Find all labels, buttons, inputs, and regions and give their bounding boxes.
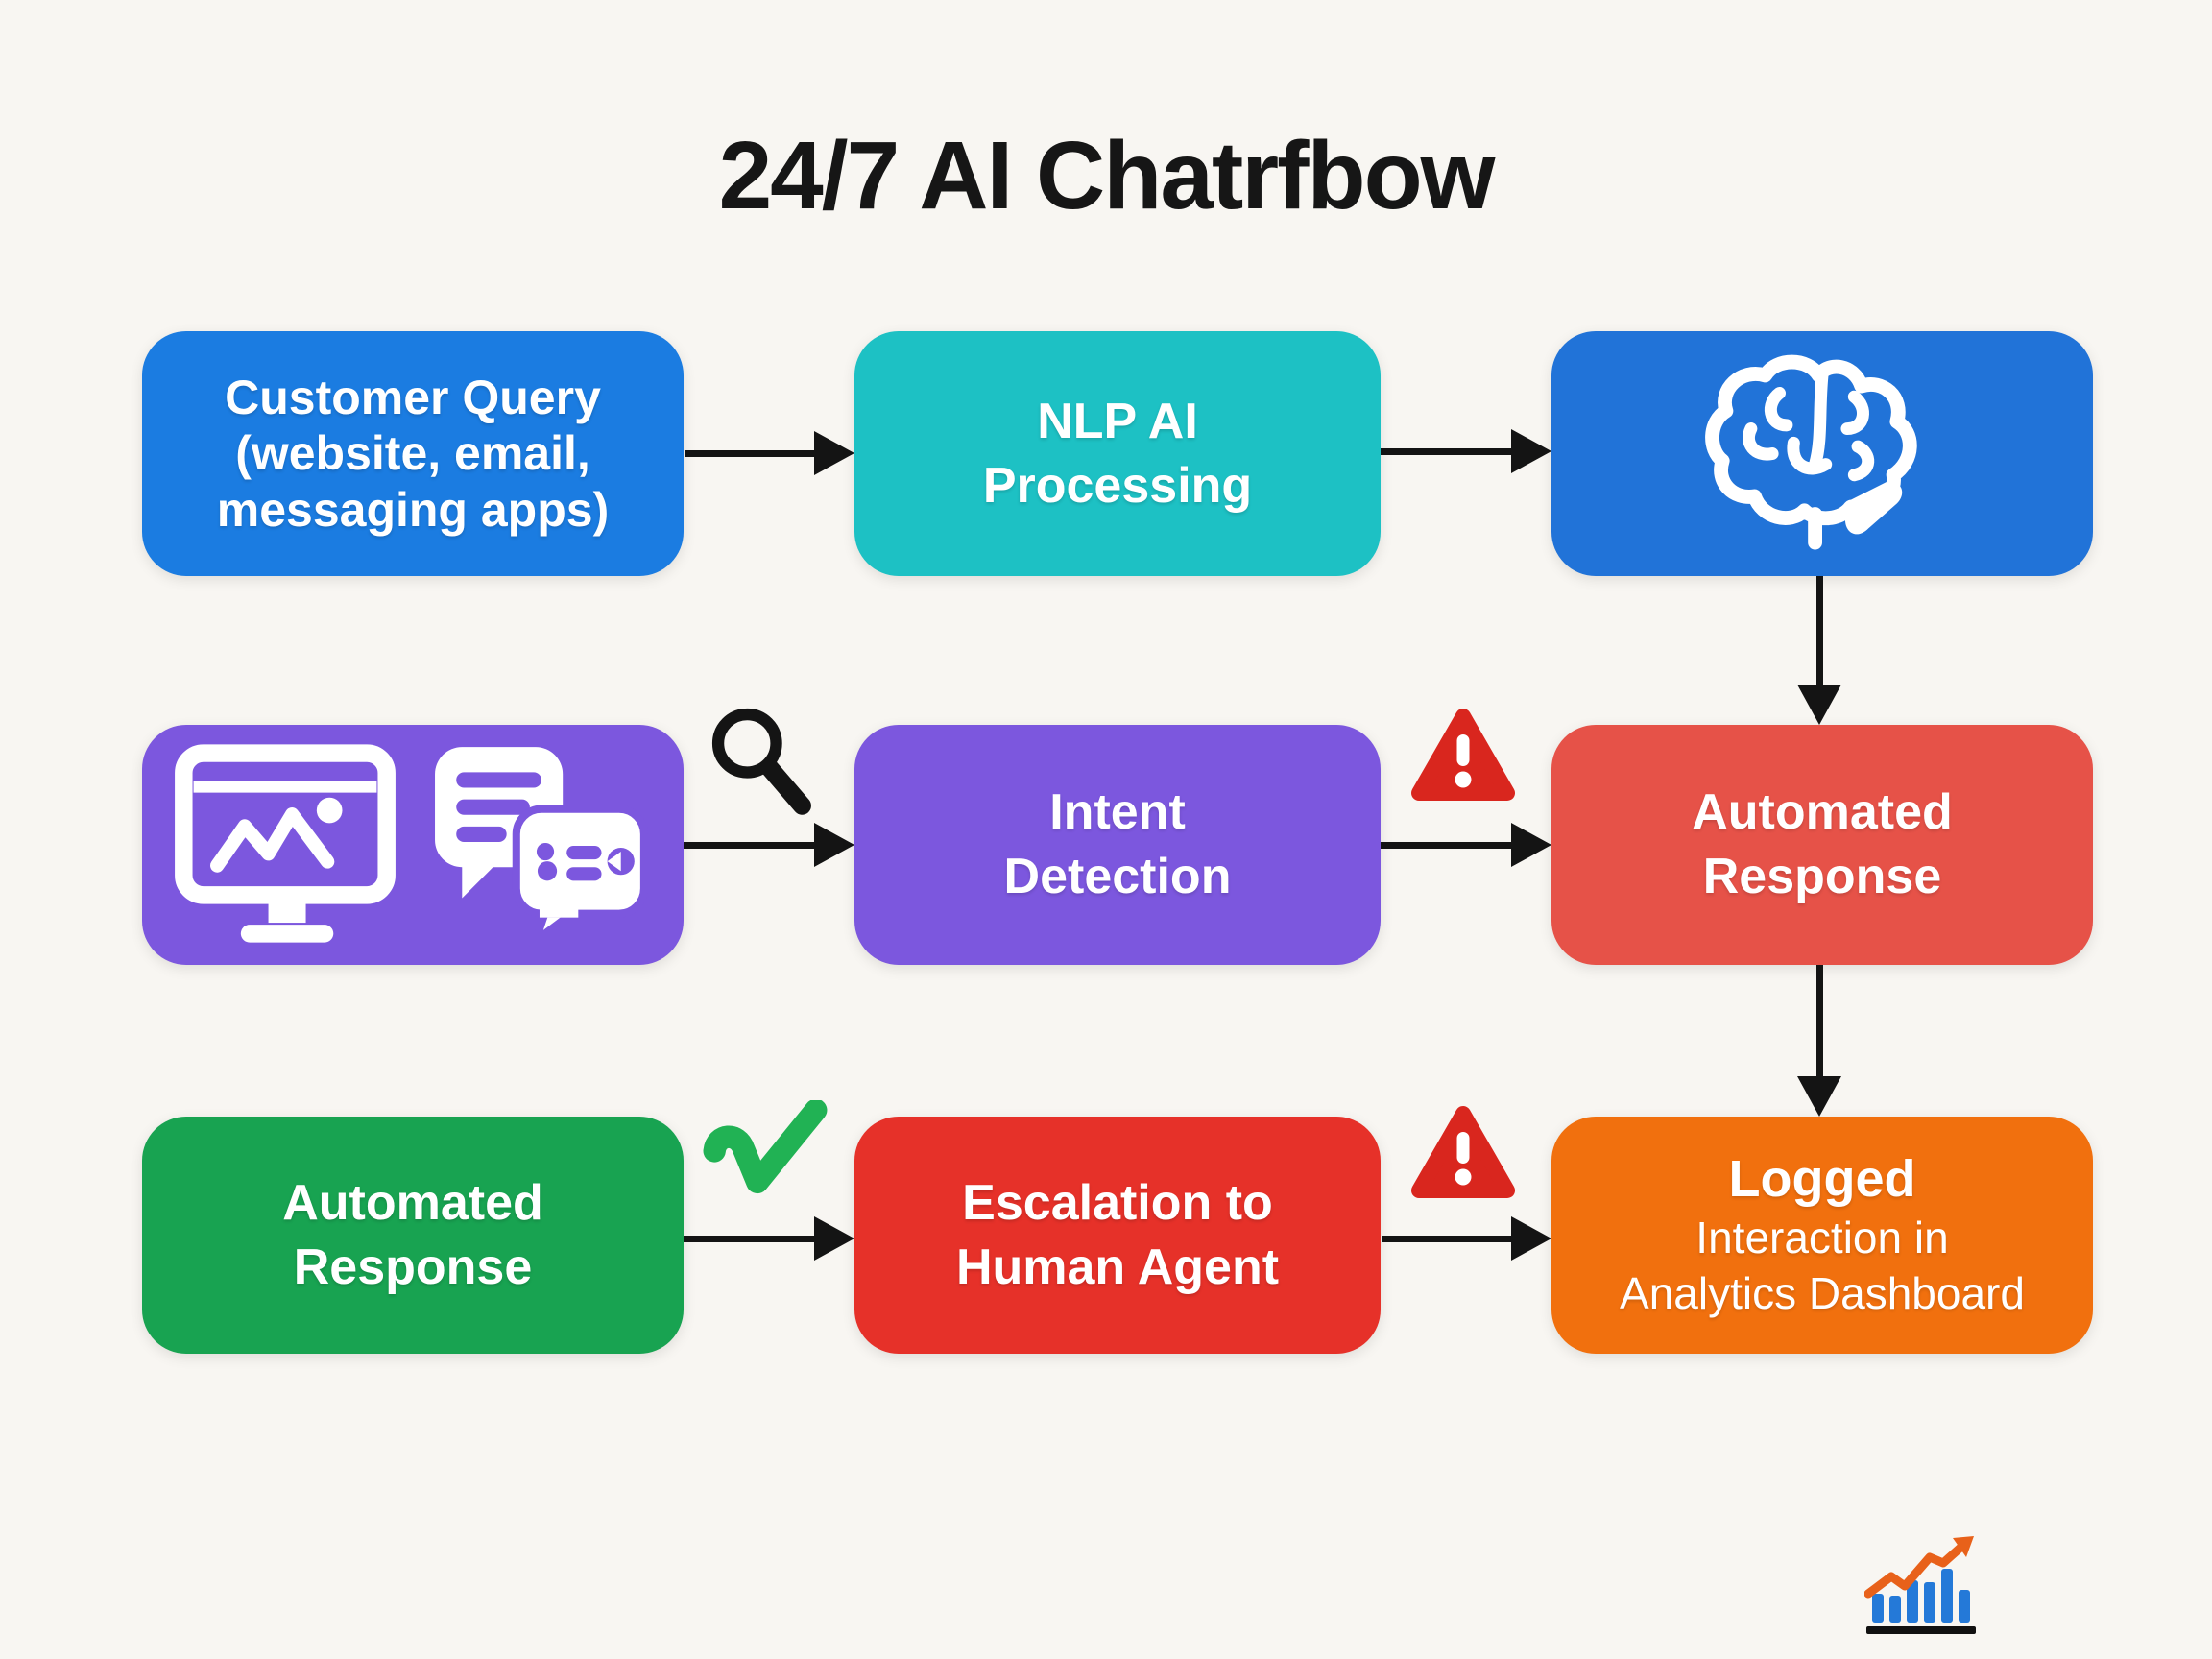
- arrow-head: [1511, 823, 1551, 867]
- brain-icon: [1664, 350, 1981, 557]
- arrow-head: [814, 823, 854, 867]
- warning-icon: [1409, 1104, 1517, 1202]
- node-label: Human Agent: [955, 1238, 1280, 1295]
- node-label: (website, email,: [235, 426, 590, 481]
- node-customer-query: Customer Query (website, email, messagin…: [142, 331, 684, 576]
- node-label: Escalation to: [962, 1174, 1273, 1231]
- arrow-shaft: [1816, 965, 1823, 1088]
- node-label: Response: [1702, 849, 1942, 904]
- node-nlp-processing: NLP AI Processing: [854, 331, 1381, 576]
- arrow-intent-to-automated: [1381, 823, 1551, 867]
- check-icon: [703, 1100, 830, 1214]
- arrow-shaft: [1381, 842, 1523, 849]
- monitor-image-icon: [172, 741, 398, 949]
- node-automated-response-row3: Automated Response: [142, 1117, 684, 1354]
- arrow-shaft: [1381, 448, 1523, 455]
- node-automated-response-row2: Automated Response: [1551, 725, 2093, 965]
- arrow-head: [1797, 685, 1841, 725]
- node-label: Response: [293, 1238, 533, 1295]
- arrow-shaft: [684, 842, 826, 849]
- node-label: Intent: [1049, 784, 1186, 841]
- node-logged-interaction: Logged Interaction in Analytics Dashboar…: [1551, 1117, 2093, 1354]
- arrow-customer-to-nlp: [685, 431, 854, 475]
- warning-icon: [1409, 707, 1517, 805]
- arrow-shaft: [684, 1236, 826, 1242]
- node-escalation: Escalation to Human Agent: [854, 1117, 1381, 1354]
- arrow-shaft: [685, 450, 826, 457]
- node-label: Logged: [1728, 1150, 1916, 1209]
- node-label: Automated: [1692, 784, 1953, 841]
- arrow-brain-to-automated: [1797, 576, 1841, 725]
- node-label: Automated: [282, 1174, 543, 1231]
- arrow-channels-to-intent: [684, 823, 854, 867]
- arrow-response-to-escalation: [684, 1216, 854, 1261]
- node-label: Processing: [982, 457, 1253, 514]
- analytics-chart-icon: [1864, 1532, 1984, 1636]
- arrow-shaft: [1382, 1236, 1523, 1242]
- search-icon: [709, 707, 816, 820]
- arrow-head: [1511, 1216, 1551, 1261]
- node-ai-brain: [1551, 331, 2093, 576]
- arrow-automated-to-logged: [1797, 965, 1841, 1117]
- arrow-head: [1797, 1076, 1841, 1117]
- node-channels: [142, 725, 684, 965]
- node-label: Analytics Dashboard: [1620, 1267, 2025, 1318]
- arrow-head: [814, 431, 854, 475]
- chat-bubbles-icon: [431, 743, 654, 947]
- node-intent-detection: Intent Detection: [854, 725, 1381, 965]
- node-label: NLP AI: [1037, 393, 1198, 449]
- arrow-head: [1511, 429, 1551, 473]
- node-label: Interaction in: [1695, 1212, 1949, 1262]
- arrow-head: [814, 1216, 854, 1261]
- node-label: Customer Query: [225, 370, 601, 424]
- arrow-escalation-to-logged: [1382, 1216, 1551, 1261]
- node-label: messaging apps): [216, 482, 610, 537]
- node-label: Detection: [1003, 849, 1232, 904]
- arrow-shaft: [1816, 576, 1823, 696]
- page-title: 24/7 AI Chatrfbow: [718, 122, 1496, 229]
- arrow-nlp-to-brain: [1381, 429, 1551, 473]
